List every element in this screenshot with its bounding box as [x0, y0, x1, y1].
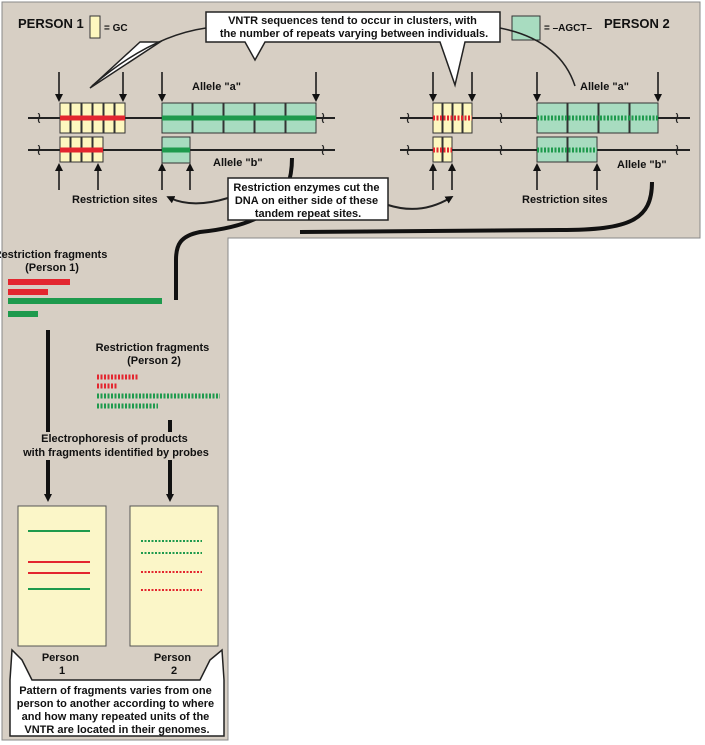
enzyme-note-arrow-right	[387, 195, 454, 210]
p2-gel-label: Person 2	[154, 652, 194, 677]
electrophoresis-note: Electrophoresis of products with fragmen…	[22, 433, 209, 459]
p2-gel-bands	[141, 540, 202, 591]
break-icon: ≀	[498, 110, 504, 127]
p2-gel	[129, 505, 219, 647]
p1-fragment-agct-b	[8, 311, 38, 317]
p1-fragment-gc-a	[8, 279, 70, 285]
p2-fragments	[97, 374, 220, 409]
vntr-callout-tail-left	[91, 27, 207, 87]
break-icon: ≀	[498, 142, 504, 159]
break-icon: ≀	[320, 110, 326, 127]
break-icon: ≀	[320, 142, 326, 159]
break-icon: ≀	[674, 110, 680, 127]
p1-restriction-sites-label: Restriction sites	[72, 194, 158, 206]
p2-allele-b-gc-repeats	[432, 136, 453, 163]
enzyme-note-arrow-left	[166, 196, 229, 205]
vntr-note-callout	[89, 11, 501, 89]
break-icon: ≀	[405, 142, 411, 159]
p1-gel-bands	[28, 530, 90, 590]
vntr-note: VNTR sequences tend to occur in clusters…	[220, 15, 488, 40]
break-icon: ≀	[36, 110, 42, 127]
p1-restriction-arrows-top	[55, 72, 320, 102]
p1-allele-a-label: Allele "a"	[192, 81, 241, 93]
vntr-callout-tail-right	[499, 27, 576, 87]
p2-restriction-arrows-top	[429, 72, 662, 102]
enzyme-note-box	[227, 177, 389, 221]
person1-label: PERSON 1	[18, 16, 84, 31]
pattern-note-callout	[9, 648, 225, 737]
break-icon: ≀	[405, 110, 411, 127]
p2-restriction-arrows-bottom	[429, 163, 601, 190]
p2-allele-b-label: Allele "b"	[617, 159, 667, 171]
person2-label: PERSON 2	[604, 16, 670, 31]
p2-flow-arrow-right	[299, 181, 654, 234]
agct-legend-label: = –AGCT–	[544, 23, 593, 34]
p2-allele-a-label: Allele "a"	[580, 81, 629, 93]
p1-allele-b-label: Allele "b"	[213, 157, 263, 169]
gc-legend-label: = GC	[104, 23, 128, 34]
p1-gel-label: Person 1	[42, 652, 82, 677]
electrophoresis-note-bg	[18, 432, 216, 460]
enzyme-note: Restriction enzymes cut the DNA on eithe…	[233, 182, 382, 220]
fragments-p2-title: Restriction fragments (Person 2)	[96, 342, 213, 367]
fragments-p1-title: Restriction fragments (Person 1)	[0, 249, 110, 274]
p1-restriction-arrows-bottom	[55, 163, 194, 190]
break-icon: ≀	[36, 142, 42, 159]
pattern-note: Pattern of fragments varies from one per…	[17, 685, 217, 736]
break-icon: ≀	[674, 142, 680, 159]
p1-gel	[17, 505, 107, 647]
gc-legend-swatch	[89, 15, 101, 39]
p1-fragment-agct-a	[8, 298, 162, 304]
p1-fragment-gc-b	[8, 289, 48, 295]
p2-restriction-sites-label: Restriction sites	[522, 194, 608, 206]
